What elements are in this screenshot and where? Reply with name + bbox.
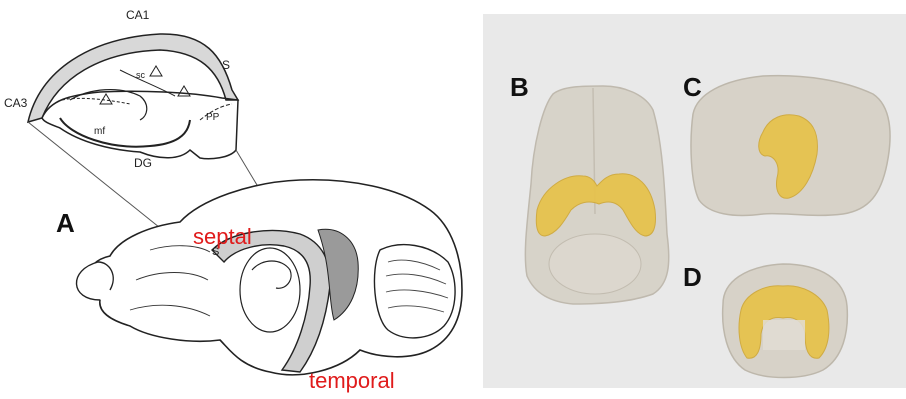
label-sc: sc: [136, 70, 145, 80]
label-ca3: CA3: [4, 96, 27, 110]
cerebellum: [374, 245, 455, 338]
brain-renderings: [483, 14, 906, 388]
coronal-view: [723, 264, 848, 378]
dg-inner: [70, 90, 147, 120]
sagittal-view: [691, 76, 890, 216]
neuron-icon: [178, 86, 190, 96]
neuron-icon: [100, 94, 112, 104]
ca-band: [28, 34, 238, 122]
brain-line-drawing: [0, 0, 470, 399]
dorsal-view: [525, 86, 668, 304]
label-mf: mf: [94, 126, 105, 137]
panel-label-b: B: [510, 72, 529, 103]
dg-arc: [60, 118, 190, 147]
panel-label-c: C: [683, 72, 702, 103]
label-ca1: CA1: [126, 8, 149, 22]
label-dg: DG: [134, 156, 152, 170]
rendering-panel: B C D: [483, 14, 906, 388]
panel-label-a: A: [56, 208, 75, 239]
label-pp: PP: [206, 112, 219, 123]
rat-brain-drawing-panel: CA1 CA3 DG S PP mf sc S A septal tempora…: [0, 0, 470, 399]
temporal-label: temporal: [309, 368, 395, 394]
label-s: S: [222, 58, 230, 72]
panel-label-d: D: [683, 262, 702, 293]
neuron-icon: [150, 66, 162, 76]
septal-label: septal: [193, 224, 252, 250]
slice-outline: [42, 91, 238, 158]
